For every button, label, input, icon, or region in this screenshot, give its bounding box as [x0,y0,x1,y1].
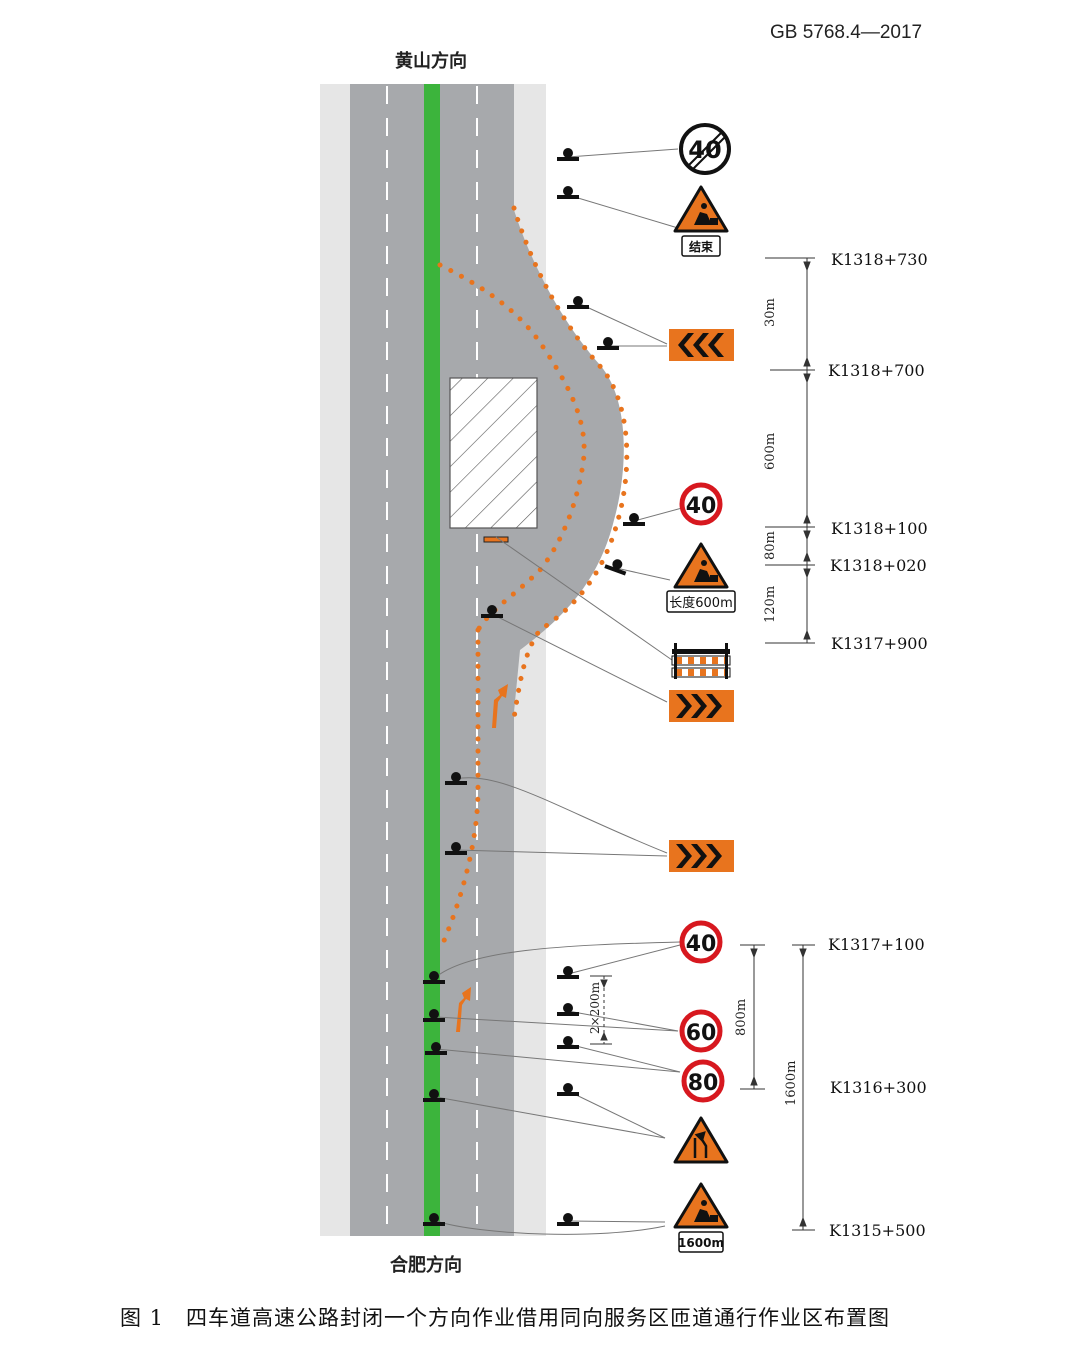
arrow-board-marker [483,536,509,543]
barricade [671,643,731,679]
cone-line-ramp-outer [511,205,630,721]
speed-limit-60-sign: 60 [679,1009,723,1053]
direction-top-label: 黄山方向 [395,51,467,72]
post-marker [481,605,503,618]
end-speed-limit-sign: 40 [679,123,731,175]
figure-caption: 图 1 四车道高速公路封闭一个方向作业借用同向服务区匝道通行作业区布置图 [120,1306,891,1330]
closed-work-area [449,377,538,529]
sign-posts [423,148,645,1226]
post-marker [597,337,619,350]
post-marker [557,1083,579,1096]
left-carriageway [350,84,424,1236]
direction-bottom-label: 合肥方向 [390,1255,462,1276]
post-marker [623,513,645,526]
station-label-k1317-900: K1317+900 [831,634,928,653]
length-1600-text: 1600m [678,1236,724,1250]
chevron-right-board-lower [669,840,734,872]
post-marker [445,842,467,855]
leader-lines [435,148,683,1235]
distance-120m: 120m [763,586,778,623]
post-marker [604,559,627,576]
station-label-k1317-100: K1317+100 [828,935,925,954]
post-marker [423,971,445,984]
station-label-k1318-700: K1318+700 [828,361,925,380]
speed-limit-80-sign: 80 [681,1059,725,1103]
post-marker [557,148,579,161]
station-label-k1318-730: K1318+730 [831,250,928,269]
distance-600m: 600m [763,433,778,470]
worker-icon [694,560,718,582]
roadwork-end-sign: 结束 [673,185,729,257]
speed-80-value: 80 [688,1071,719,1096]
cone-line-ramp-inner [437,262,587,633]
post-marker [567,296,589,309]
roadwork-length-600-sign: 长度600m [666,542,736,613]
post-marker [425,1042,447,1055]
post-marker [423,1009,445,1022]
service-area-ramp [514,210,624,712]
speed-limit-40-sign-lower: 40 [679,920,723,964]
distance-1600m: 1600m [784,1061,799,1106]
speed-40-upper-value: 40 [686,494,717,519]
post-marker [557,1036,579,1049]
left-shoulder [320,84,350,1236]
post-marker [423,1213,445,1226]
speed-limit-40-sign-upper: 40 [679,482,723,526]
standard-code: GB 5768.4—2017 [770,22,923,43]
post-marker [557,186,579,199]
station-label-k1316-300: K1316+300 [830,1078,927,1097]
worker-icon [694,203,718,225]
distance-2x200m: 2×200m [588,981,602,1034]
lane-closure-warning-sign [673,1116,729,1164]
post-marker [423,1089,445,1102]
chevron-left-board [669,329,734,361]
post-marker [557,1003,579,1016]
post-marker [445,772,467,785]
station-label-k1318-020: K1318+020 [830,556,927,575]
post-marker [557,966,579,979]
ramp-merge-zone [440,265,514,320]
distance-80m: 80m [763,531,778,560]
end-panel-text: 结束 [689,239,714,254]
cone-line-taper [437,627,481,953]
chevron-right-board-upper [669,690,734,722]
speed-40-lower-value: 40 [686,932,717,957]
post-marker [557,1213,579,1226]
lane-shift-icon [693,1131,708,1158]
median-strip [424,84,440,1236]
dimension-lines [590,257,815,1231]
lane-arrow-upper [492,684,508,728]
distance-30m: 30m [763,298,778,327]
roadwork-length-1600-sign: 1600m [673,1182,729,1253]
worker-icon [694,1200,718,1222]
station-label-k1318-100: K1318+100 [831,519,928,538]
lane-arrow-lower [456,987,471,1032]
station-label-k1315-500: K1315+500 [829,1221,926,1240]
distance-800m: 800m [734,999,749,1036]
speed-60-value: 60 [686,1021,717,1046]
length-600-text: 长度600m [669,595,732,611]
